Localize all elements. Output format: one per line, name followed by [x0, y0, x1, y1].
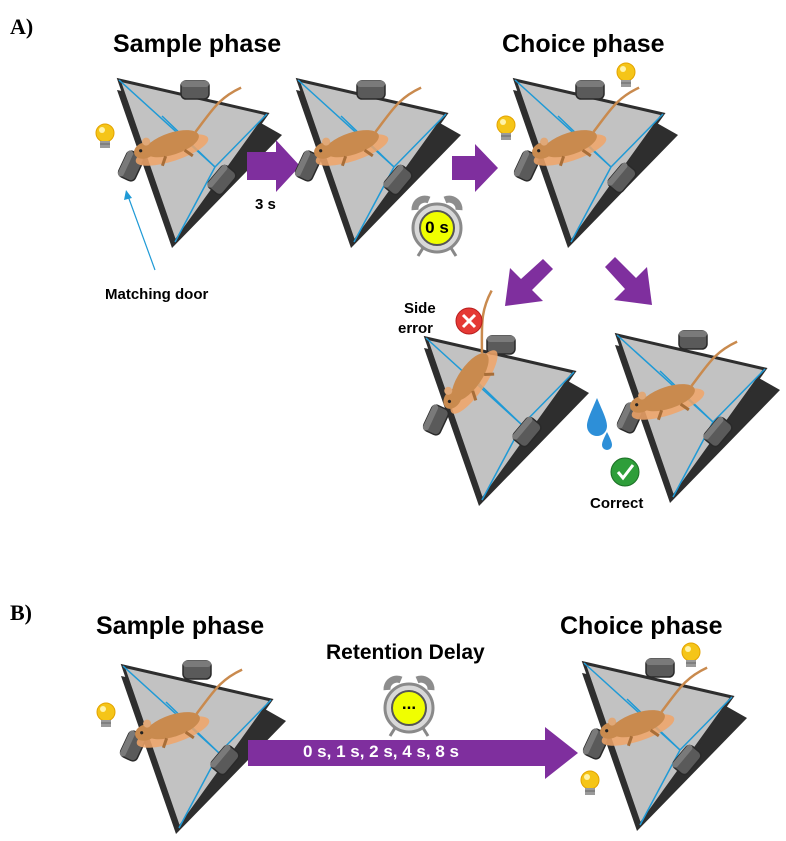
matching-door-label: Matching door [105, 286, 209, 303]
water-drop-icon [587, 398, 612, 450]
pointer-arrowhead [124, 190, 132, 200]
sample-phase-title-b: Sample phase [96, 612, 265, 640]
choice-phase-title-a: Choice phase [502, 30, 665, 58]
bulb-icon [496, 115, 516, 141]
maze-choice-b [580, 658, 749, 833]
pointer-line [127, 195, 156, 271]
check-icon [610, 457, 640, 487]
arrow-right-icon [452, 144, 498, 192]
bulb-icon [95, 123, 115, 149]
delay-label: 3 s [255, 196, 276, 213]
panel-a-label: A) [10, 14, 34, 39]
arrow-down-left-icon [505, 259, 553, 306]
clock-text-b: ... [401, 694, 417, 713]
side-error-label-line2: error [398, 320, 434, 337]
correct-label: Correct [590, 495, 644, 512]
arrow-long-icon [248, 727, 578, 779]
maze-choice-a [511, 78, 680, 250]
arrow-down-right-icon [605, 257, 652, 305]
side-error-label-line1: Side [404, 300, 436, 317]
arrow-right-icon [247, 140, 300, 192]
delay-values: 0 s, 1 s, 2 s, 4 s, 8 s [303, 742, 459, 761]
retention-delay-label: Retention Delay [326, 641, 485, 664]
choice-phase-title-b: Choice phase [560, 612, 723, 640]
error-icon [455, 307, 483, 335]
bulb-icon [96, 702, 116, 728]
panel-b-label: B) [10, 600, 32, 625]
bulb-icon [681, 642, 701, 668]
maze-error-a [419, 289, 591, 508]
bulb-icon [616, 62, 636, 88]
maze-correct-a [613, 330, 782, 505]
sample-phase-title-a: Sample phase [113, 30, 282, 58]
clock-text-a: 0 s [425, 218, 449, 237]
bulb-icon [580, 770, 600, 796]
